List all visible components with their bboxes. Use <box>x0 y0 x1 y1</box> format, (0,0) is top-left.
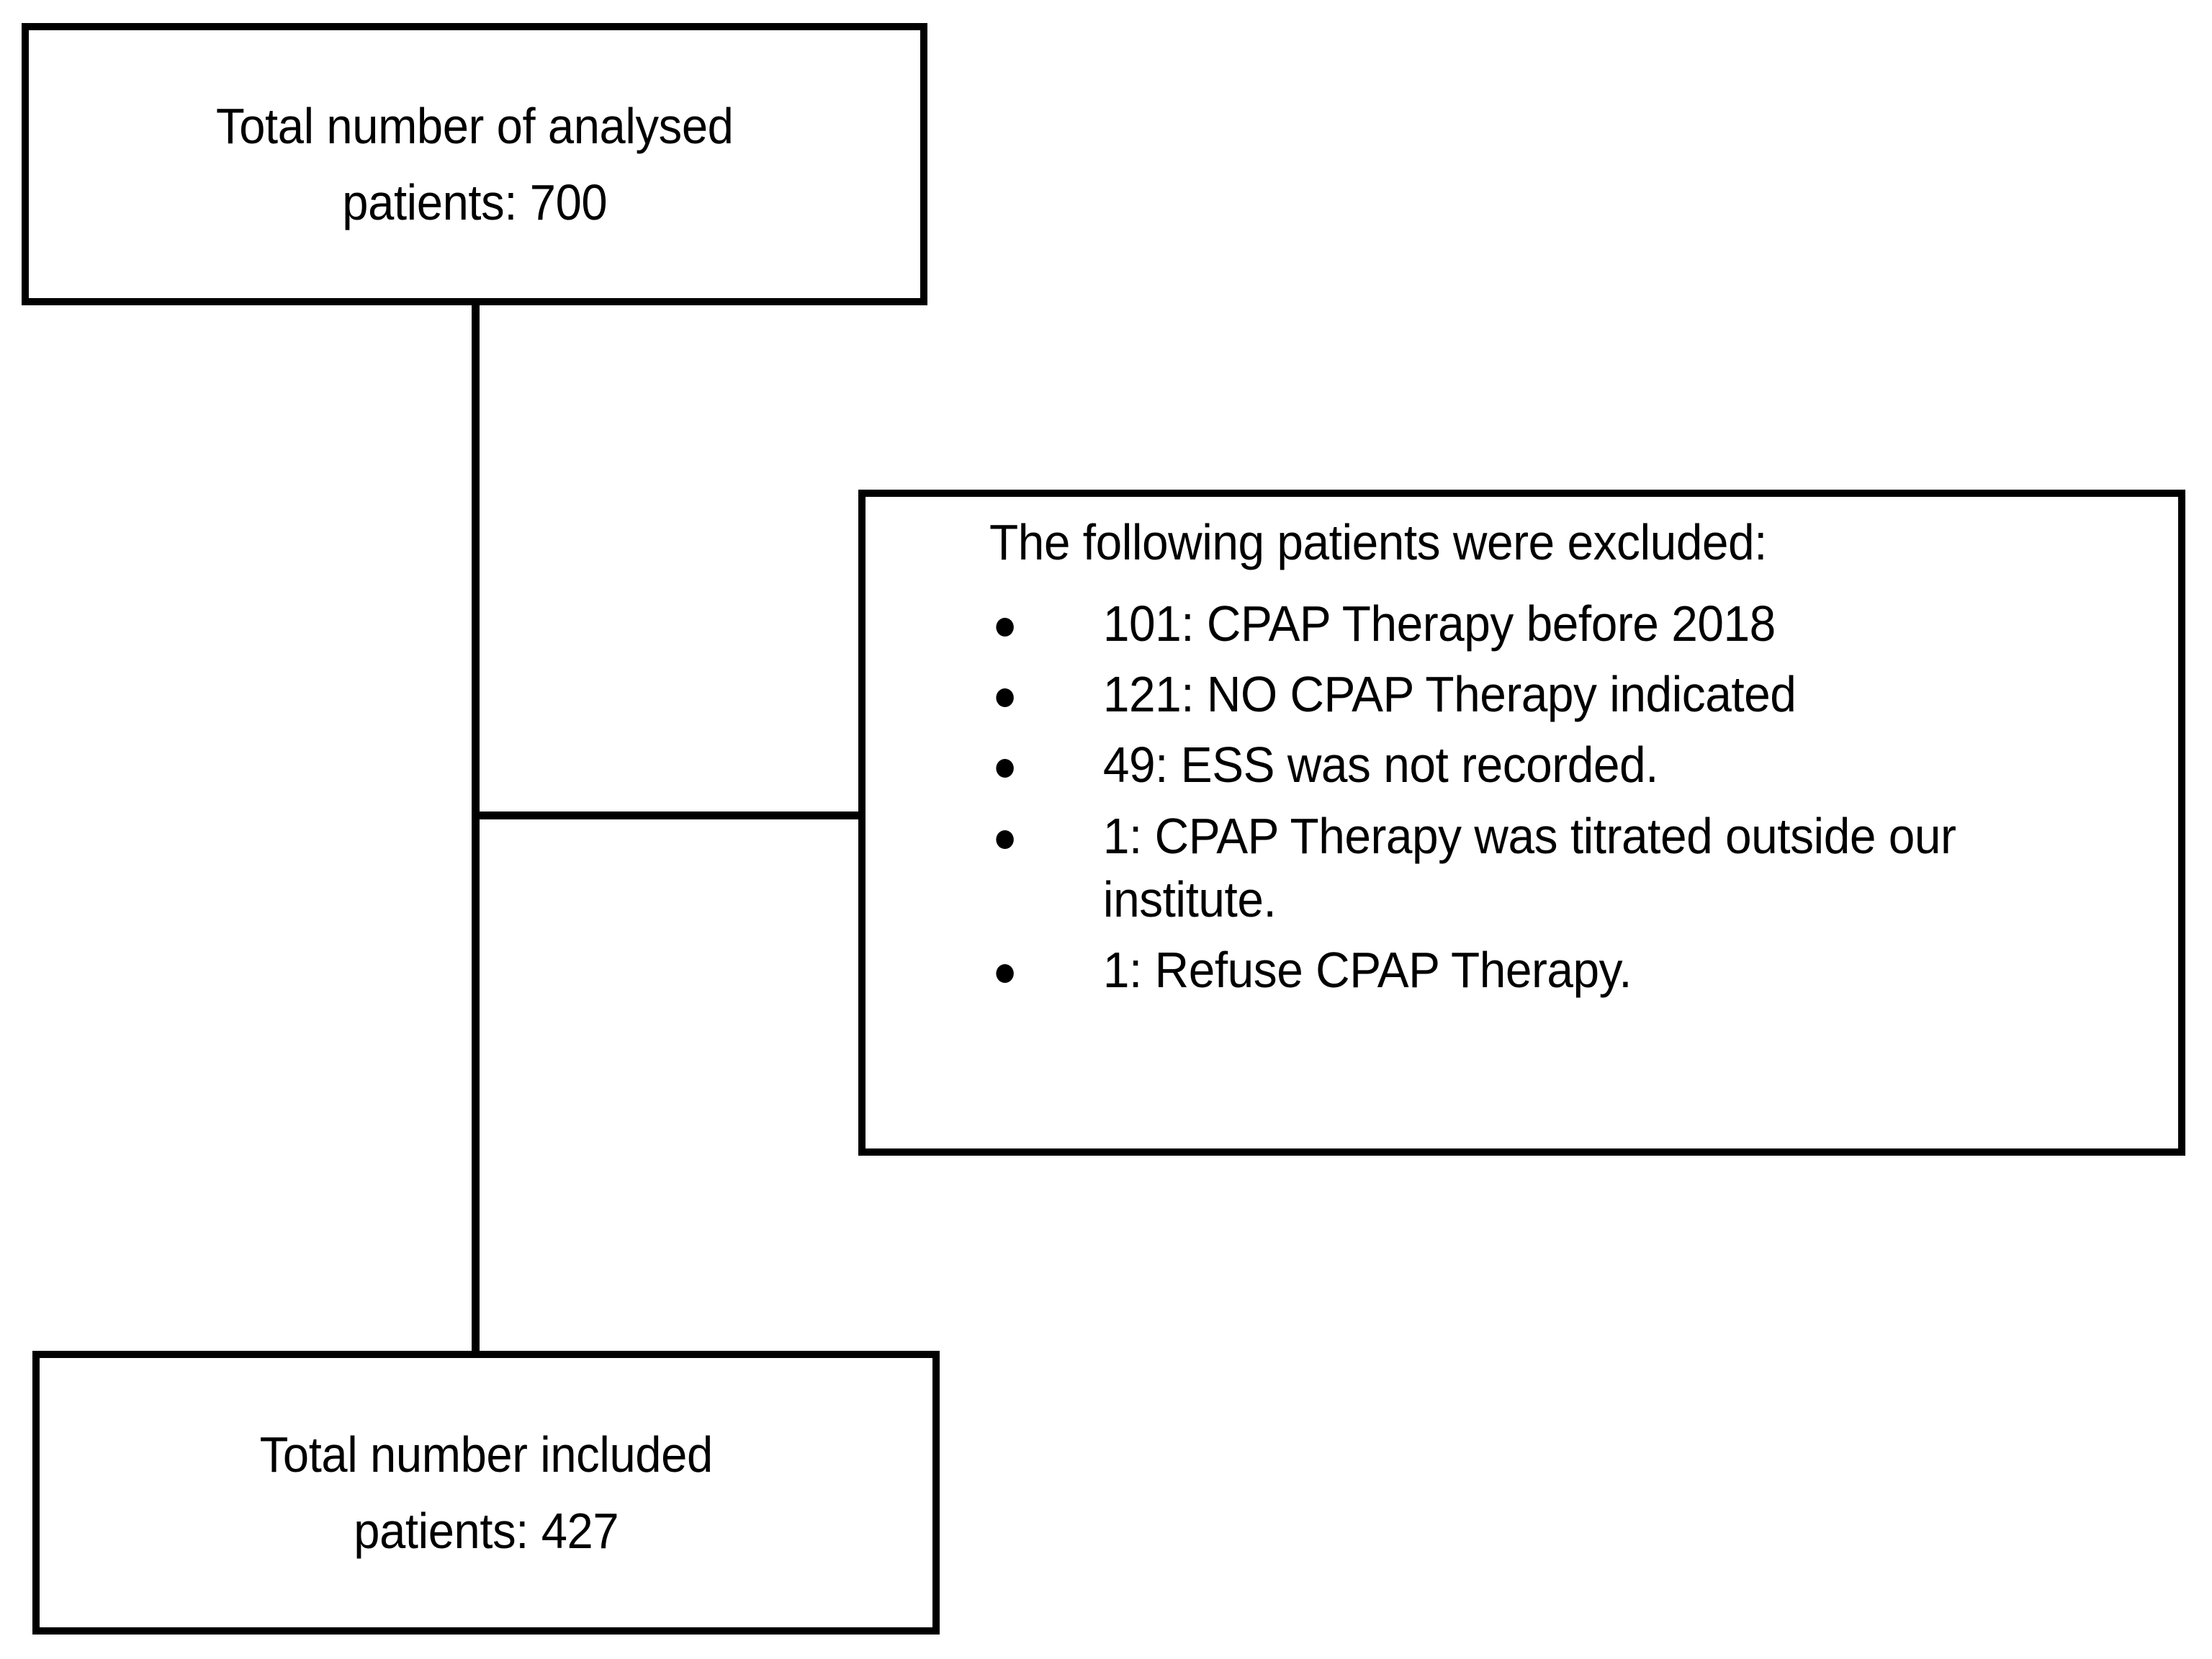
bullet-icon <box>996 963 1014 983</box>
node-total-analysed-line2: patients: 700 <box>342 174 607 230</box>
node-total-included-line2: patients: 427 <box>354 1503 619 1559</box>
exclusion-item-text: 121: NO CPAP Therapy indicated <box>1102 666 1797 723</box>
exclusion-item-text: 101: CPAP Therapy before 2018 <box>1102 595 1776 652</box>
node-total-analysed-text: Total number of analysed patients: 700 <box>215 88 734 241</box>
bullet-icon <box>996 618 1014 637</box>
exclusion-item-text: 49: ESS was not recorded. <box>1102 737 1658 793</box>
list-item: 1: CPAP Therapy was titrated outside our… <box>989 804 2087 931</box>
node-total-analysed-line1: Total number of analysed <box>215 97 734 154</box>
bullet-icon <box>996 688 1014 708</box>
node-exclusions: The following patients were excluded: 10… <box>858 490 2185 1156</box>
list-item: 1: Refuse CPAP Therapy. <box>989 938 2087 1002</box>
bullet-icon <box>996 830 1014 849</box>
connector-vertical-line <box>472 298 480 1358</box>
node-total-included: Total number included patients: 427 <box>32 1351 940 1635</box>
list-item: 101: CPAP Therapy before 2018 <box>989 592 2087 655</box>
connector-horizontal-line <box>472 811 864 819</box>
node-total-analysed: Total number of analysed patients: 700 <box>22 23 927 305</box>
exclusion-item-text: 1: CPAP Therapy was titrated outside our… <box>1102 807 1956 927</box>
exclusions-list: 101: CPAP Therapy before 2018 121: NO CP… <box>989 592 2157 1002</box>
list-item: 49: ESS was not recorded. <box>989 733 2087 796</box>
exclusion-item-text: 1: Refuse CPAP Therapy. <box>1102 941 1632 998</box>
exclusions-heading: The following patients were excluded: <box>989 514 1767 570</box>
node-total-included-line1: Total number included <box>259 1426 713 1483</box>
list-item: 121: NO CPAP Therapy indicated <box>989 662 2087 726</box>
node-total-included-text: Total number included patients: 427 <box>259 1416 712 1570</box>
bullet-icon <box>996 759 1014 778</box>
